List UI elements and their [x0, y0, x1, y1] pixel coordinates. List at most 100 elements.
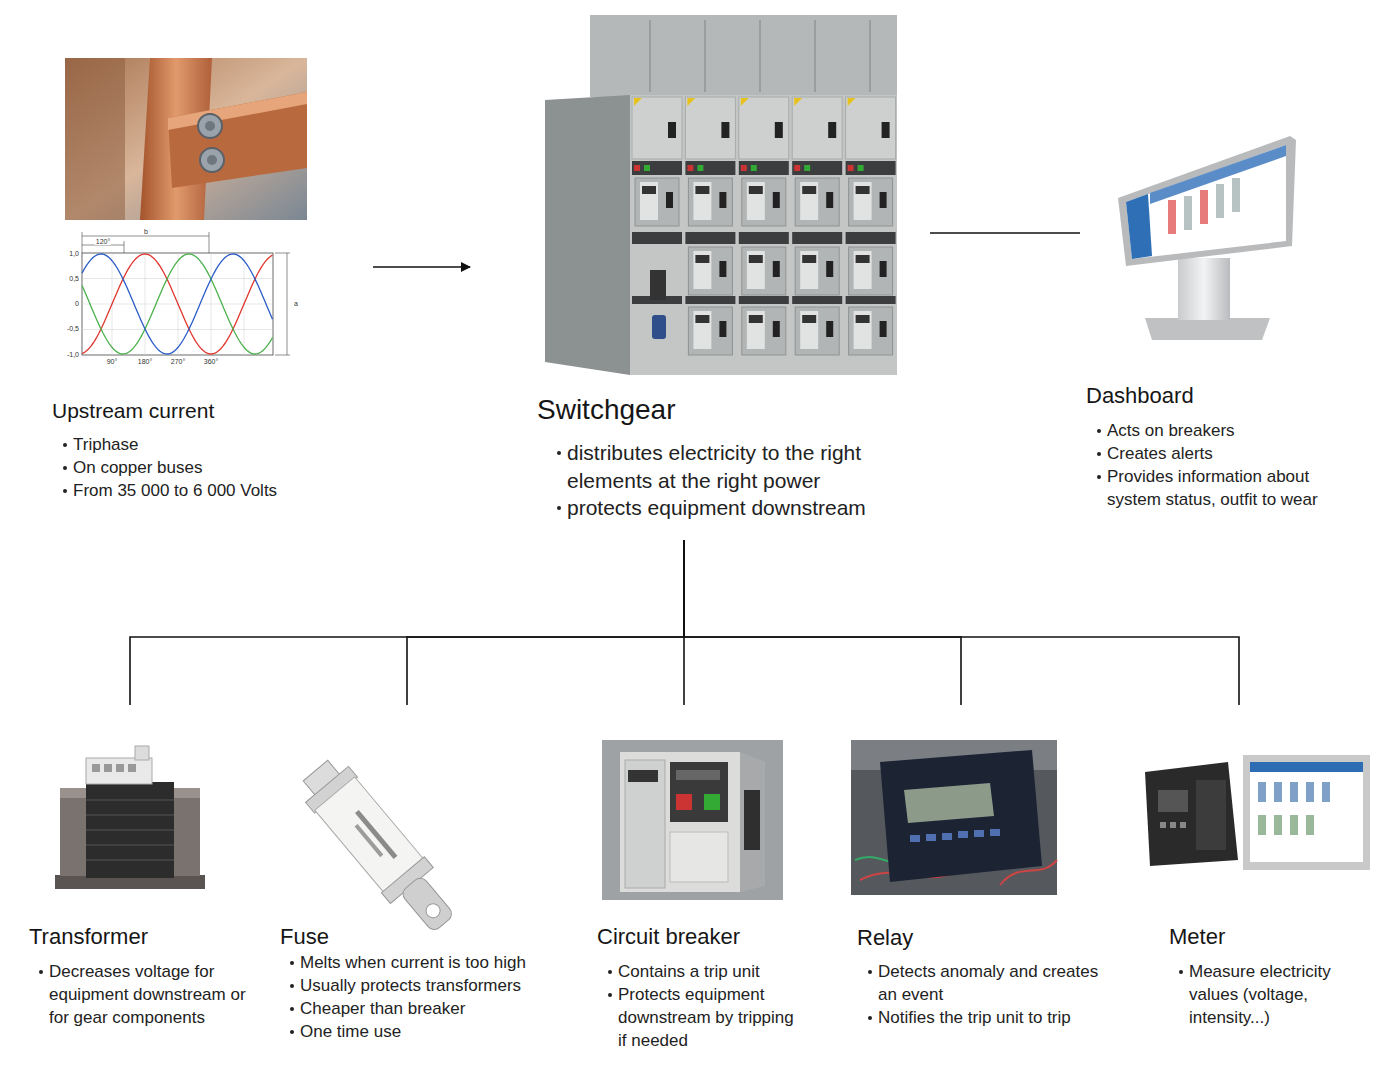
breaker-unit: [795, 178, 839, 226]
axis-label: 0: [74, 300, 80, 307]
breaker-face: [693, 311, 711, 349]
door-handle: [668, 122, 676, 138]
axis-label: 1,0: [68, 250, 80, 257]
breaker-display: [856, 315, 870, 323]
bullet-text: Acts on breakers: [1096, 419, 1361, 442]
breaker-unit: [742, 247, 786, 295]
axis-label: a: [293, 300, 299, 307]
breaker-face: [693, 182, 711, 220]
breaker-face: [747, 251, 765, 289]
breaker-display: [749, 315, 763, 323]
tree-line: [684, 540, 1239, 705]
flow-arrow: [373, 266, 470, 268]
tree-line: [407, 540, 684, 705]
indicator-light: [858, 165, 864, 171]
axis-label: -1,0: [66, 351, 80, 358]
breaker-face: [854, 182, 872, 220]
breaker-unit: [688, 178, 732, 226]
door-handle: [826, 261, 833, 277]
meter-panel: [652, 315, 666, 339]
breaker-unit: [688, 247, 732, 295]
breaker-display: [749, 255, 763, 263]
component-node: TransformerDecreases voltage for equipme…: [22, 705, 257, 1060]
door-handle: [719, 321, 726, 337]
door-handle: [826, 192, 833, 208]
bullet-list: Contains a trip unitProtects equipment d…: [607, 960, 795, 1052]
light-band: [739, 296, 789, 304]
breaker-unit: [795, 307, 839, 355]
cabinet-door: [632, 97, 682, 159]
bullet-text: Triphase: [62, 433, 362, 456]
axis-label: 360°: [203, 358, 219, 365]
light-band: [846, 296, 896, 304]
light-band: [846, 232, 896, 244]
light-band: [685, 232, 735, 244]
bullet-text: From 35 000 to 6 000 Volts: [62, 479, 362, 502]
axis-label: b: [143, 228, 149, 235]
door-handle: [719, 261, 726, 277]
breaker-face: [693, 251, 711, 289]
door-handle: [773, 192, 780, 208]
door-handle: [773, 321, 780, 337]
bullet-list: Measure electricity values (voltage, int…: [1178, 960, 1368, 1029]
light-band: [792, 296, 842, 304]
door-handle: [773, 261, 780, 277]
axis-label: 90°: [106, 358, 119, 365]
bullet-list: distributes electricity to the right ele…: [556, 439, 906, 522]
light-band: [685, 296, 735, 304]
fuse-picture: [294, 753, 465, 942]
node-heading: Dashboard: [1086, 383, 1194, 409]
indicator-light: [804, 165, 810, 171]
node-heading: Fuse: [280, 924, 329, 950]
axis-label: -0,5: [66, 325, 80, 332]
light-band: [792, 232, 842, 244]
axis-label: 120°: [95, 238, 111, 245]
breaker-unit: [849, 307, 893, 355]
axis-label: 0,5: [68, 275, 80, 282]
door-handle: [775, 122, 783, 138]
breaker-display: [802, 186, 816, 194]
node-heading: Circuit breaker: [597, 924, 740, 950]
meter-panel: [650, 270, 666, 300]
component-node: MeterMeasure electricity values (voltage…: [1140, 705, 1385, 1060]
breaker-display: [802, 315, 816, 323]
door-handle: [719, 192, 726, 208]
bullet-text: Melts when current is too high: [289, 951, 559, 974]
cabinet-rib: [704, 20, 706, 92]
switchgear-picture: [545, 15, 897, 375]
bullet-text: Usually protects transformers: [289, 974, 559, 997]
light-band: [739, 161, 789, 175]
bullet-text: Creates alerts: [1096, 442, 1361, 465]
breaker-face: [800, 251, 818, 289]
node-heading: Transformer: [29, 924, 148, 950]
relay-picture: [851, 740, 1057, 895]
breaker-face: [854, 251, 872, 289]
indicator-light: [751, 165, 757, 171]
breaker-face: [854, 311, 872, 349]
door-handle: [666, 192, 673, 208]
breaker-unit: [849, 247, 893, 295]
breaker-display: [856, 255, 870, 263]
node-heading: Switchgear: [537, 393, 676, 427]
warning-mark: [741, 98, 749, 106]
bullet-text: Protects equipment downstream by trippin…: [607, 983, 795, 1052]
light-band: [846, 161, 896, 175]
cabinet-door: [739, 97, 789, 159]
indicator-light: [741, 165, 747, 171]
tree-line: [930, 232, 1080, 234]
tree-line: [130, 540, 684, 705]
cabinet-rib: [814, 20, 816, 92]
kiosk-picture: [1118, 136, 1296, 340]
breaker-face: [800, 182, 818, 220]
breaker-unit: [742, 178, 786, 226]
breaker-unit: [635, 178, 679, 226]
axis-label: 270°: [170, 358, 186, 365]
phase-wave: [82, 254, 273, 354]
component-node: Upstream currentTriphaseOn copper busesF…: [48, 50, 373, 510]
waveform-chart: [82, 232, 290, 355]
breaker-picture: [602, 740, 783, 900]
door-handle: [880, 192, 887, 208]
node-heading: Upstream current: [52, 398, 214, 423]
warning-mark: [687, 98, 695, 106]
